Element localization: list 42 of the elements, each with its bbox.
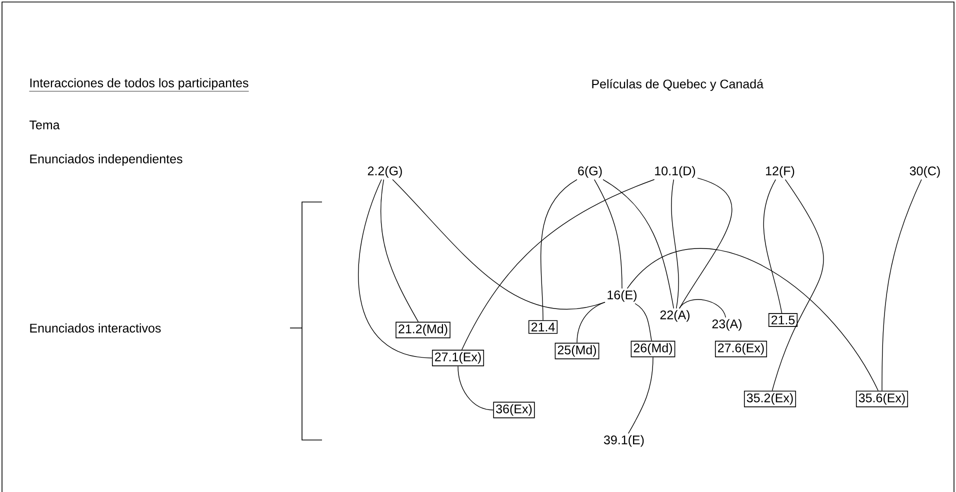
- connector: [461, 179, 655, 350]
- connector: [679, 178, 732, 309]
- statement-box: 35.2(Ex): [744, 390, 796, 408]
- connector: [679, 299, 726, 318]
- connector: [882, 179, 922, 392]
- connector: [358, 179, 432, 358]
- statement-label: 30(C): [908, 164, 942, 180]
- connector: [626, 248, 879, 392]
- connector: [772, 179, 824, 392]
- statement-box: 21.2(Md): [396, 322, 450, 338]
- connector: [763, 179, 782, 314]
- statement-box: 26(Md): [630, 340, 676, 358]
- statement-label: 2.2(G): [366, 164, 404, 180]
- connector: [576, 302, 606, 344]
- connector: [380, 179, 419, 322]
- label: Enunciados independientes: [30, 154, 182, 166]
- statement-box: 25(Md): [554, 342, 600, 360]
- connector: [392, 179, 606, 310]
- statement-label: 6(G): [576, 164, 604, 180]
- connector: [634, 303, 652, 342]
- statement-label: 10.1(D): [652, 164, 698, 180]
- statement-label: 12(F): [764, 164, 796, 180]
- statement-box: 27.1(Ex): [432, 350, 484, 366]
- connector: [540, 179, 578, 321]
- statement-label: 16(E): [605, 288, 639, 304]
- statement-label: 22(A): [658, 308, 692, 324]
- statement-box: 21.4: [528, 320, 558, 334]
- statement-box: 21.5: [768, 313, 798, 327]
- statement-label: 23(A): [710, 318, 744, 332]
- statement-box: 27.6(Ex): [714, 340, 768, 358]
- connector: [458, 366, 494, 410]
- statement-box: 35.6(Ex): [856, 390, 908, 408]
- label: Películas de Quebec y Canadá: [592, 79, 764, 91]
- connector: [602, 179, 674, 309]
- connector: [628, 356, 654, 434]
- title: Interacciones de todos los participantes: [29, 78, 249, 92]
- connector: [671, 179, 679, 309]
- statement-label: 39.1(E): [602, 434, 646, 448]
- label: Enunciados interactivos: [30, 323, 161, 333]
- statement-box: 36(Ex): [493, 402, 535, 418]
- connector: [594, 179, 622, 289]
- label: Tema: [30, 120, 60, 130]
